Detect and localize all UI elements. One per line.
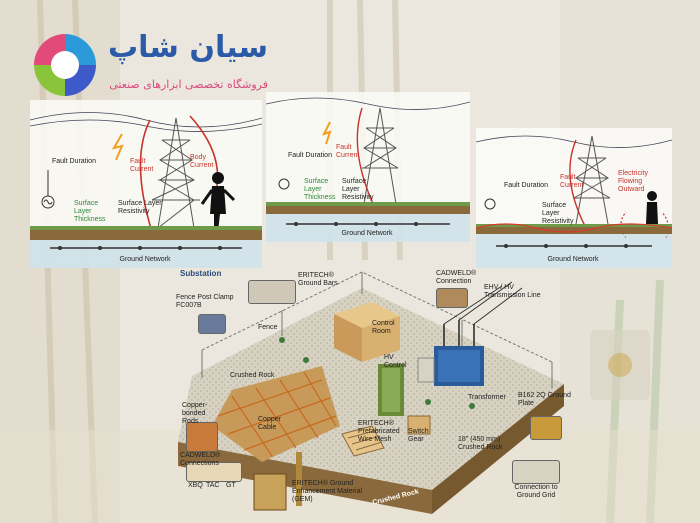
gem-label: ERITECH® Ground Enhancement Material (GE… bbox=[292, 480, 363, 503]
crushed-rock-label: Crushed Rock bbox=[230, 372, 275, 379]
ground-network-label: Ground Network bbox=[341, 230, 393, 237]
panel-2-drawing bbox=[266, 92, 470, 242]
connection-code-tac: TAC bbox=[206, 482, 220, 489]
transformer-label: Transformer bbox=[468, 394, 506, 401]
lightning-icon bbox=[322, 121, 332, 145]
diagram-panel-1: Fault Duration Fault Current Body Curren… bbox=[30, 100, 262, 268]
copper-cable-label: Copper Cable bbox=[258, 416, 281, 431]
hv-control-label: HV Control bbox=[384, 354, 407, 369]
fence-label: Fence bbox=[258, 324, 278, 331]
ground-plate-image bbox=[530, 416, 562, 440]
cadweld-connections-label: CADWELD® Connections bbox=[180, 452, 221, 467]
ground-bars-label: ERITECH® Ground Bars bbox=[298, 272, 338, 287]
ground-plate-label: B162 2Q Ground Plate bbox=[518, 392, 571, 407]
brand-name: سیان شاپ bbox=[108, 30, 268, 65]
transmission-tower bbox=[573, 135, 611, 225]
fence-post-clamp-image bbox=[198, 314, 226, 334]
surface-layer-resistivity-label: Surface Layer Resistivity bbox=[542, 202, 574, 225]
substation-diagram: Substation ERITECH® Ground Bars Fence Po… bbox=[172, 266, 576, 518]
cadweld-connection-image bbox=[436, 288, 468, 308]
cadweld-connections-image bbox=[186, 462, 242, 482]
transformer-unit bbox=[417, 320, 484, 386]
transmission-tower bbox=[362, 107, 399, 205]
hv-control-cabinet bbox=[378, 364, 404, 416]
diagram-panel-2: Fault Duration Fault Current Surface Lay… bbox=[266, 92, 470, 242]
lightning-icon bbox=[111, 133, 124, 161]
switch-gear-label: Switch Gear bbox=[408, 428, 429, 443]
diagram-panel-3: Fault Duration Fault Current Electricity… bbox=[476, 128, 672, 268]
surface-layer-resistivity-label: Surface Layer Resistivity bbox=[342, 178, 374, 201]
connection-code-xbq: XBQ bbox=[188, 482, 203, 489]
panel-3-drawing bbox=[476, 128, 672, 268]
surface-layer-resistivity-label: Surface Layer Resistivity bbox=[118, 200, 162, 215]
fence-post-clamp-label: Fence Post Clamp FC007B bbox=[176, 294, 234, 309]
fault-current-label: Fault Current bbox=[130, 158, 154, 173]
substation-title: Substation bbox=[180, 269, 222, 278]
ground-grid-connection-label: Connection to Ground Grid bbox=[514, 484, 558, 499]
ground-bars-image bbox=[248, 280, 296, 304]
brand-logo: سیان شاپ فروشگاه تخصصی ابزارهای صنعتی bbox=[22, 22, 272, 102]
wire-mesh-label: ERITECH® Prefabricated Wire Mesh bbox=[358, 420, 400, 443]
person-icon bbox=[200, 172, 236, 232]
crushed-rock-depth-label: 18" (450 mm) Crushed Rock bbox=[458, 436, 503, 451]
surface-layer-thickness-label: Surface Layer Thickness bbox=[304, 178, 336, 201]
transmission-tower bbox=[151, 117, 200, 229]
fault-duration-label: Fault Duration bbox=[52, 158, 96, 165]
control-room-building bbox=[334, 302, 400, 362]
cadweld-connection-label: CADWELD® Connection bbox=[436, 270, 477, 285]
fault-current-label: Fault Current bbox=[336, 144, 360, 159]
panel-1-drawing bbox=[30, 100, 262, 268]
substation-drawing bbox=[178, 271, 564, 514]
person-icon bbox=[646, 191, 658, 224]
brand-tagline: فروشگاه تخصصی ابزارهای صنعتی bbox=[109, 78, 268, 91]
fault-duration-label: Fault Duration bbox=[288, 152, 332, 159]
ground-network-label: Ground Network bbox=[119, 256, 171, 263]
fault-current-label: Fault Current bbox=[560, 174, 584, 189]
brand-logo-icon bbox=[34, 34, 96, 96]
copper-bonded-rods-label: Copper-bonded Rods bbox=[182, 402, 208, 425]
ground-network-label: Ground Network bbox=[547, 256, 599, 263]
ehv-line-label: EHV / HV Transmission Line bbox=[484, 284, 541, 299]
electricity-flowing-outward-label: Electricity Flowing Outward bbox=[618, 170, 648, 193]
ground-grid-connection-image bbox=[512, 460, 560, 484]
connection-code-gt: GT bbox=[226, 482, 236, 489]
surface-layer-thickness-label: Surface Layer Thickness bbox=[74, 200, 106, 223]
control-room-label: Control Room bbox=[372, 320, 395, 335]
fault-duration-label: Fault Duration bbox=[504, 182, 548, 189]
copper-rods-image bbox=[186, 422, 218, 452]
body-current-label: Body Current bbox=[190, 154, 214, 169]
